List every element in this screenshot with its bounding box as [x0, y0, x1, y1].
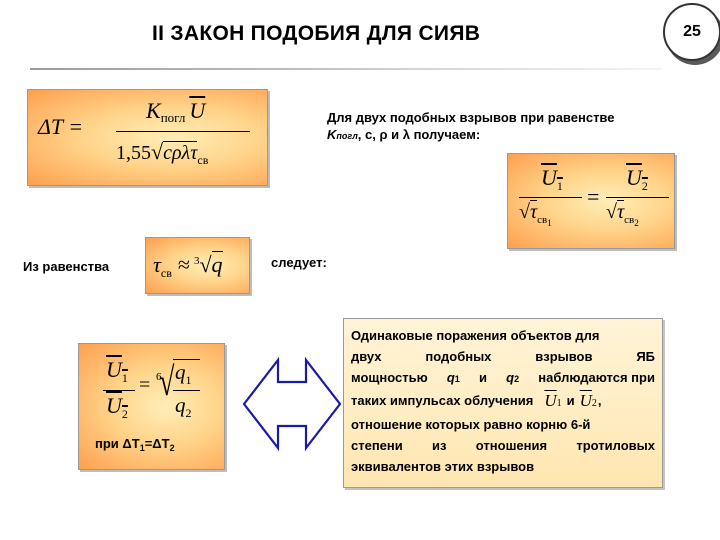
ratio-denom-2: √τсв2 [606, 200, 639, 228]
result-word: тротиловых [576, 438, 655, 453]
ratio-tau-idx-2: 2 [634, 218, 639, 228]
numerator-k-sub: погл [160, 110, 186, 125]
condition-label: при ΔT1=ΔT2 [95, 436, 175, 453]
numerator-u: U [189, 98, 206, 123]
main-fraction-bar [116, 131, 250, 133]
tau-formula: τсв≈3√q [153, 251, 223, 280]
u-root-overline [173, 359, 200, 361]
result-word: степени [351, 438, 403, 453]
tau-approx: ≈ [177, 252, 190, 277]
ratio-tau-sub-2: св [624, 214, 635, 226]
condition-sub-2: 2 [169, 443, 175, 453]
ratio-bar-2 [606, 197, 669, 199]
denominator-coeff: 1,55 [116, 142, 151, 164]
ratio-tau-1: τ [529, 200, 538, 223]
result-line-1: Одинаковые поражения объектов для [351, 328, 600, 343]
q1-top: q1 [175, 360, 192, 387]
result-line-6: степени из отношения тротиловых [351, 435, 655, 456]
q2-bottom-sub: 2 [185, 406, 192, 420]
numerator-k: K [146, 98, 161, 123]
u-ratio-formula-box: U1 U2 = 6 √ q1 q2 при ΔT1=ΔT2 [78, 343, 225, 470]
result-line-2: двух подобных взрывов ЯБ [351, 346, 655, 367]
q2-bottom: q2 [175, 393, 192, 420]
result-word: таких импульсах облучения [351, 393, 534, 408]
intro-k-sub: погл [336, 131, 358, 141]
intro-text: Для двух подобных взрывов при равенстве … [327, 109, 615, 145]
result-word: подобных [425, 349, 492, 364]
result-u2: U2 [579, 391, 597, 410]
intro-rest: , c, ρ и λ получаем: [357, 127, 481, 142]
intro-line-1: Для двух подобных взрывов при равенстве [327, 110, 615, 125]
ratio-denom-1: √τсв1 [519, 200, 552, 228]
result-line-5: отношение которых равно корню 6-й [351, 417, 591, 432]
q-fraction-bar [173, 390, 200, 392]
result-word: и [478, 370, 487, 385]
ratio-formula-box: U1 √τсв1 = U2 √τсв2 [507, 153, 675, 249]
u1-top-sub: 1 [121, 371, 128, 385]
result-line-4: таких импульсах облучения U1 и U2, [351, 390, 655, 414]
ratio-u1: U1 [541, 165, 563, 193]
denominator-sub: св [197, 153, 209, 167]
q1-top-sub: 1 [185, 373, 192, 387]
result-text-box: Одинаковые поражения объектов для двух п… [343, 318, 663, 488]
page-number-badge: 25 [663, 3, 720, 61]
ratio-tau-idx-1: 1 [547, 218, 552, 228]
intro-line-2: Kпогл, c, ρ и λ получаем: [327, 126, 615, 145]
denominator-vars: cρλτ [163, 141, 198, 164]
title-divider [30, 68, 662, 70]
intro-k: K [327, 127, 337, 142]
tau-symbol: τ [153, 252, 161, 277]
result-word: наблюдаются при [538, 370, 655, 385]
equality-label: Из равенства [23, 259, 110, 274]
page-number: 25 [683, 23, 701, 40]
formula-denominator: 1,55√cρλτсв [116, 139, 209, 167]
u-fraction-bar [103, 390, 135, 392]
result-word: взрывов [535, 349, 593, 364]
result-word: мощностью [351, 370, 428, 385]
result-u1: U1 [544, 391, 562, 410]
u-equals: = [139, 374, 151, 396]
result-line-3: мощностью q1 и q2 наблюдаются при [351, 367, 655, 390]
result-word: ЯБ [636, 349, 655, 364]
ratio-equals: = [587, 184, 600, 209]
ratio-u2: U2 [626, 165, 648, 193]
tau-formula-box: τсв≈3√q [145, 237, 250, 294]
result-q1: q1 [446, 370, 460, 385]
result-word: из [432, 438, 447, 453]
tau-q: q [211, 251, 223, 277]
follows-label: следует: [271, 255, 327, 270]
u2-bottom-sub: 2 [121, 407, 128, 421]
result-word: отношения [475, 438, 548, 453]
u2-bottom: U2 [106, 393, 128, 421]
ratio-u2-sub: 2 [641, 179, 648, 193]
double-arrow-icon [242, 352, 342, 456]
ratio-u1-sub: 1 [556, 179, 563, 193]
ratio-bar-1 [519, 197, 582, 199]
condition-prefix: при ΔT [95, 436, 140, 451]
result-word: и [566, 393, 575, 408]
u-root-index: 6 [156, 371, 162, 383]
tau-sub: св [160, 266, 172, 280]
result-comma: , [597, 393, 602, 408]
ratio-tau-sub-1: св [537, 214, 548, 226]
slide-title: II ЗАКОН ПОДОБИЯ ДЛЯ СИЯВ [152, 22, 481, 45]
result-line-7: эквивалентов этих взрывов [351, 459, 535, 474]
result-word: двух [351, 349, 382, 364]
u1-top: U1 [106, 357, 128, 385]
result-q2: q2 [506, 370, 520, 385]
u-root-sign: √ [159, 359, 175, 404]
tau-root-index: 3 [193, 254, 200, 267]
ratio-tau-2: τ [616, 200, 625, 223]
condition-mid: =ΔT [144, 436, 170, 451]
formula-lhs-text: ΔT = [38, 114, 84, 139]
condition-sub-1: 1 [139, 443, 145, 453]
formula-lhs: ΔT = [38, 114, 83, 140]
